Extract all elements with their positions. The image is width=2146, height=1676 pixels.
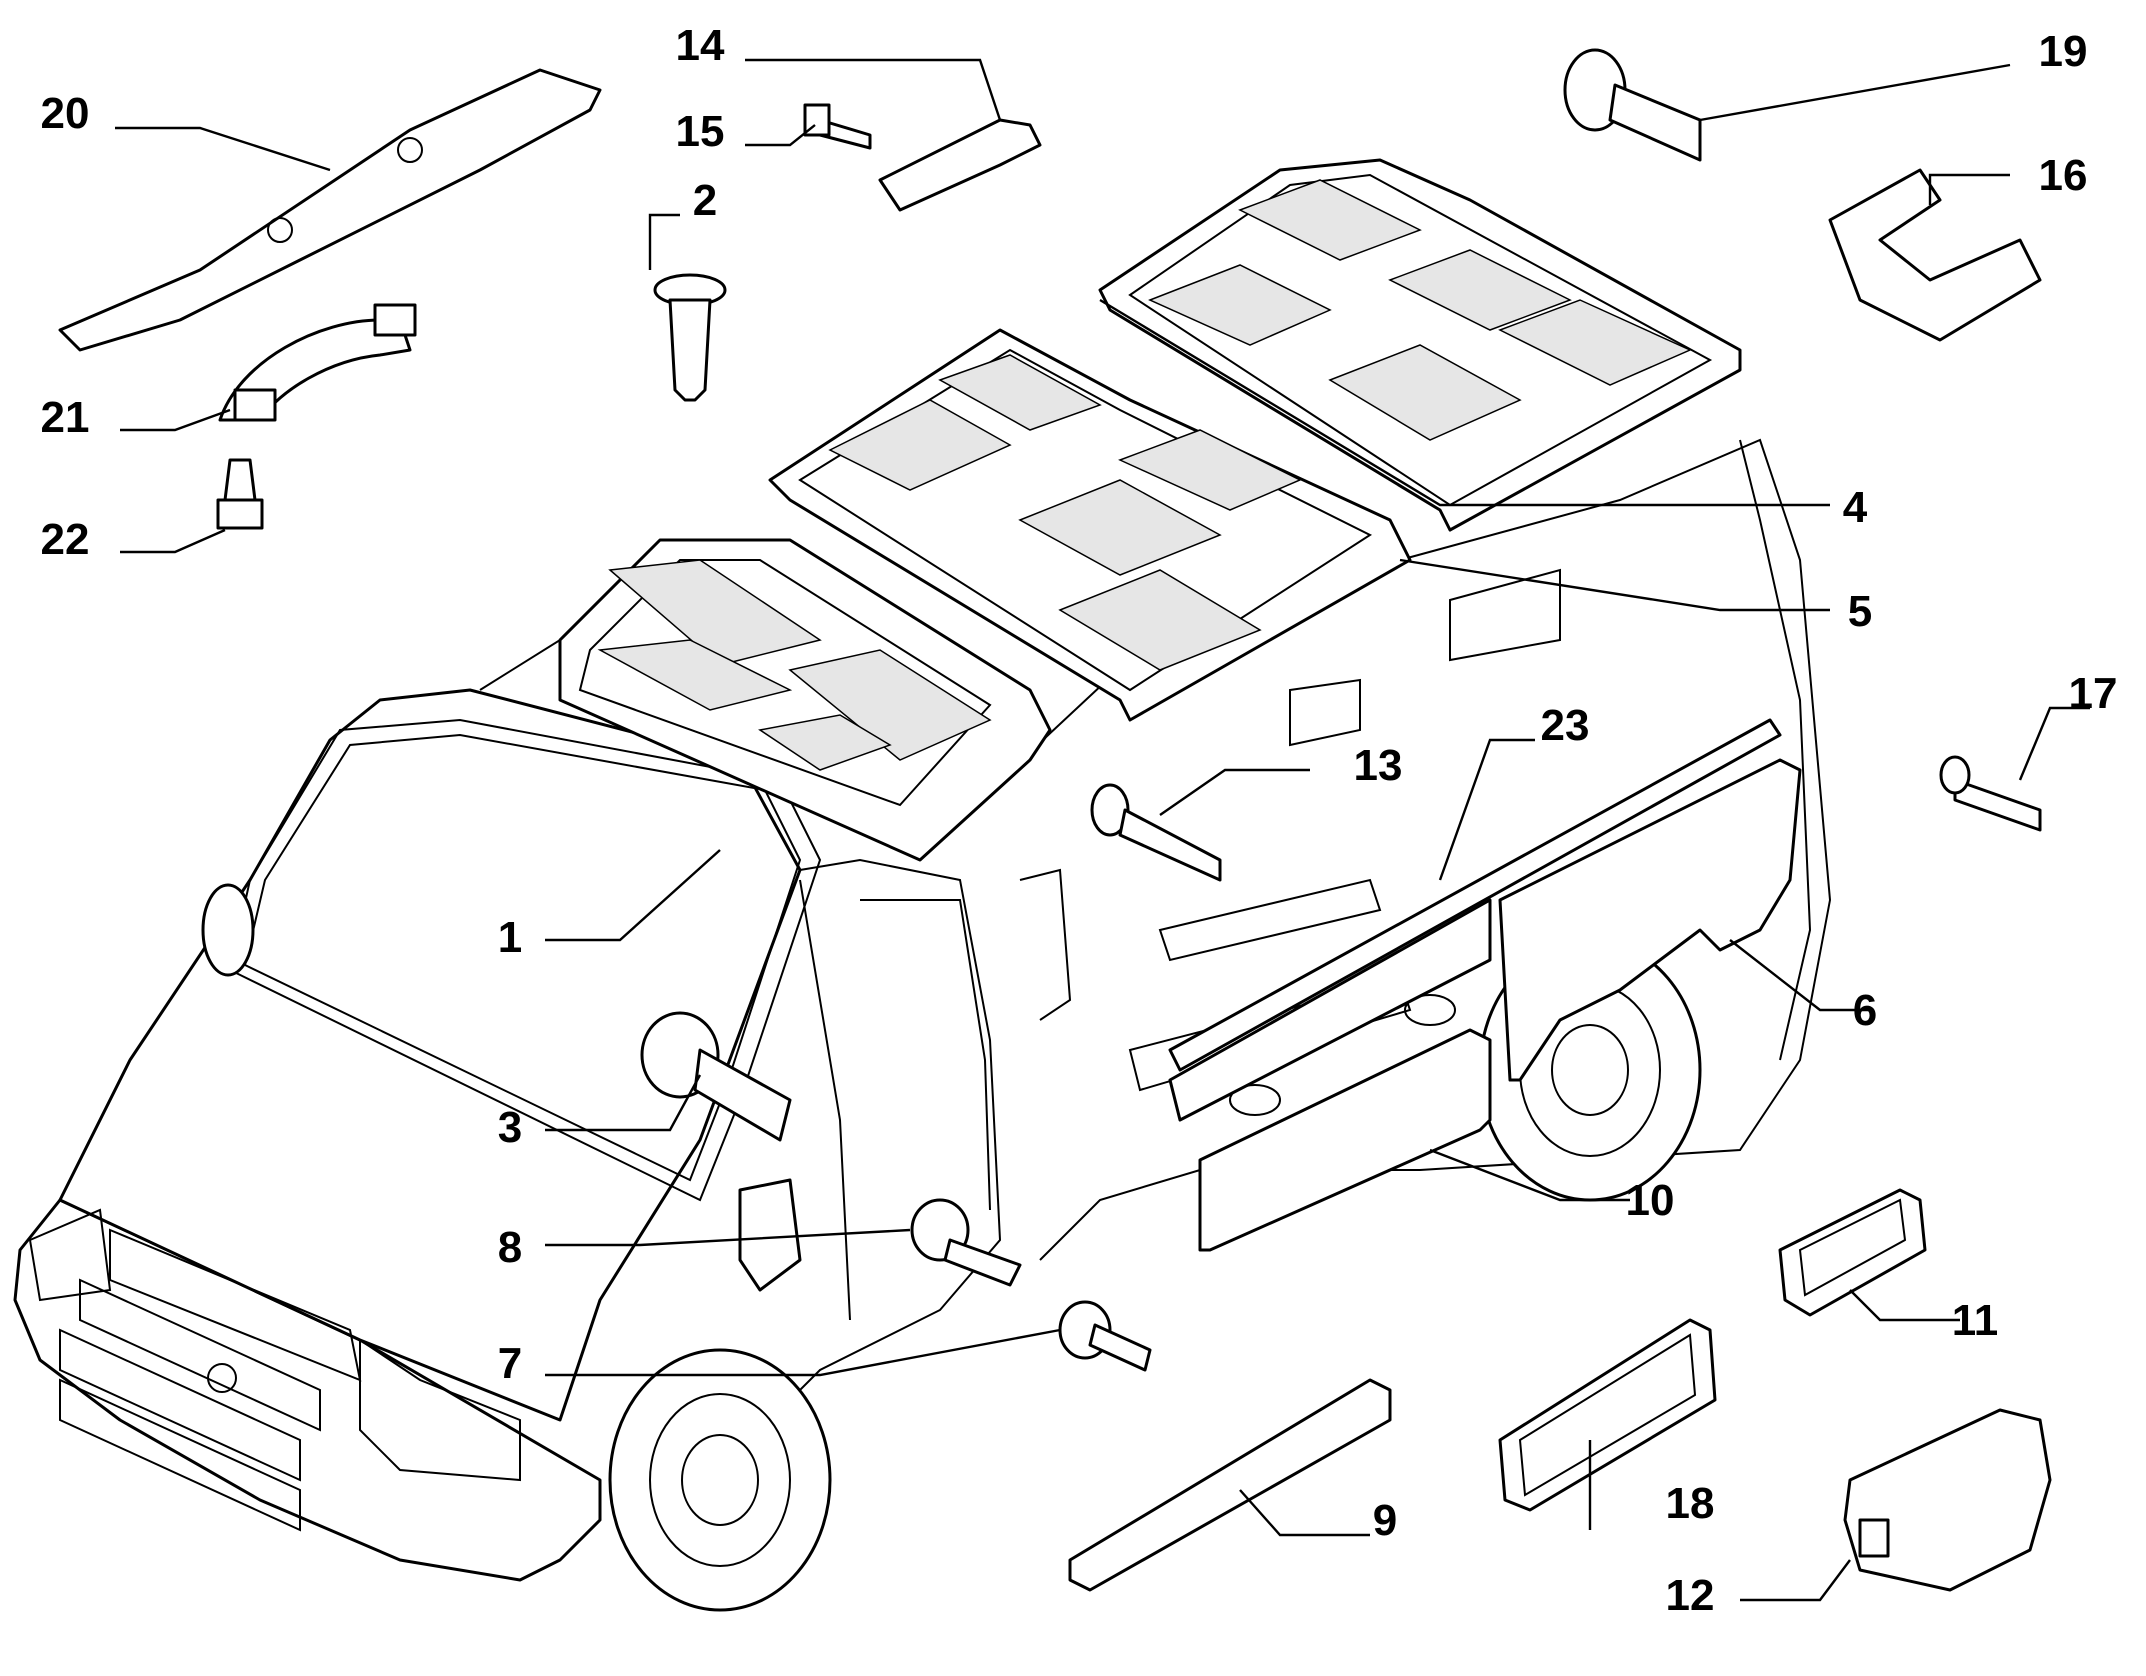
callout-5: 5 [1848, 587, 1872, 636]
callout-17: 17 [2069, 669, 2118, 718]
callout-12: 12 [1666, 1571, 1715, 1620]
callout-16: 16 [2039, 151, 2088, 200]
callout-3: 3 [498, 1103, 522, 1152]
callout-19: 19 [2039, 27, 2088, 76]
roof-panel-rear [1098, 158, 1742, 532]
side-door-panel [1198, 994, 1492, 1252]
callout-23: 23 [1541, 701, 1590, 750]
mount-bracket [1828, 168, 2042, 342]
callout-10: 10 [1626, 1176, 1675, 1225]
callout-labels: 1 2 3 4 5 6 7 8 9 10 11 12 13 14 15 16 1… [41, 21, 2118, 1620]
roof-panel-middle [768, 328, 1412, 722]
callout-9: 9 [1373, 1496, 1397, 1545]
van-body [13, 438, 1832, 1612]
callout-2: 2 [693, 176, 717, 225]
callout-4: 4 [1843, 483, 1868, 532]
air-vent [1498, 1318, 1717, 1512]
leader-lines [115, 58, 2090, 1602]
roof-panel-front [558, 538, 1052, 862]
callout-6: 6 [1853, 986, 1877, 1035]
assist-handle [878, 118, 1042, 212]
callout-20: 20 [41, 89, 90, 138]
callout-8: 8 [498, 1223, 522, 1272]
sill-strip [1068, 1378, 1392, 1592]
hex-bolt [1953, 778, 2042, 832]
rear-side-panel [1498, 758, 1802, 1082]
light-cover [1843, 1408, 2052, 1592]
roof-bracket [58, 68, 602, 352]
bolt [223, 458, 257, 502]
vent-grille [1778, 1188, 1927, 1317]
callout-7: 7 [498, 1339, 522, 1388]
callout-1: 1 [498, 913, 522, 962]
callout-18: 18 [1666, 1479, 1715, 1528]
callout-22: 22 [41, 515, 90, 564]
callout-13: 13 [1354, 741, 1403, 790]
callout-21: 21 [41, 393, 90, 442]
callout-15: 15 [676, 107, 725, 156]
side-strip [1168, 718, 1782, 1122]
callout-14: 14 [676, 21, 725, 70]
callout-11: 11 [1952, 1296, 1999, 1345]
